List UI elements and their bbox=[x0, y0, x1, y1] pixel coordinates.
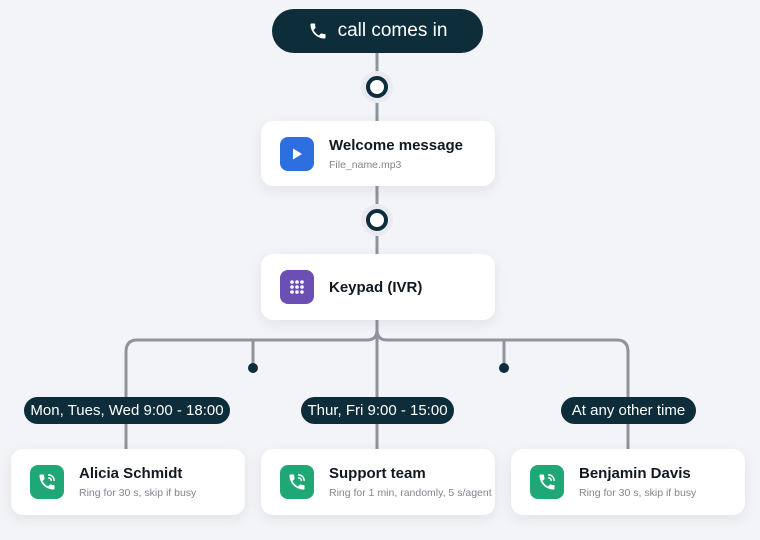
condition-label: Thur, Fri 9:00 - 15:00 bbox=[307, 402, 448, 419]
target-card-support-team[interactable]: Support team Ring for 1 min, randomly, 5… bbox=[261, 449, 495, 515]
keypad-icon bbox=[280, 270, 314, 304]
condition-pill-other-time[interactable]: At any other time bbox=[561, 397, 696, 424]
phone-call-icon bbox=[530, 465, 564, 499]
target-rule: Ring for 30 s, skip if busy bbox=[79, 487, 197, 499]
condition-pill-thu-fri[interactable]: Thur, Fri 9:00 - 15:00 bbox=[301, 397, 454, 424]
condition-label: At any other time bbox=[571, 402, 686, 419]
start-label: call comes in bbox=[337, 20, 448, 41]
phone-icon bbox=[310, 23, 326, 39]
phone-call-icon bbox=[30, 465, 64, 499]
target-name: Benjamin Davis bbox=[579, 465, 691, 482]
target-rule: Ring for 1 min, randomly, 5 s/agent bbox=[329, 487, 492, 499]
play-icon bbox=[280, 136, 314, 171]
keypad-ivr-card[interactable]: Keypad (IVR) bbox=[261, 254, 495, 320]
condition-label: Mon, Tues, Wed 9:00 - 18:00 bbox=[30, 402, 224, 419]
target-rule: Ring for 30 s, skip if busy bbox=[579, 487, 697, 499]
welcome-message-card[interactable]: Welcome message File_name.mp3 bbox=[261, 121, 495, 186]
add-step-node-2[interactable] bbox=[361, 204, 393, 236]
connector-branch-left bbox=[124, 329, 379, 449]
call-comes-in-pill[interactable]: call comes in bbox=[272, 9, 483, 53]
target-name: Support team bbox=[329, 465, 426, 482]
branch-dot-right[interactable] bbox=[499, 363, 509, 373]
condition-pill-mon-wed[interactable]: Mon, Tues, Wed 9:00 - 18:00 bbox=[24, 397, 230, 424]
add-step-node-1[interactable] bbox=[361, 71, 393, 103]
branch-dot-left[interactable] bbox=[248, 363, 258, 373]
welcome-file: File_name.mp3 bbox=[329, 158, 402, 171]
target-card-alicia-schmidt[interactable]: Alicia Schmidt Ring for 30 s, skip if bu… bbox=[11, 449, 245, 515]
phone-call-icon bbox=[280, 465, 314, 499]
target-name: Alicia Schmidt bbox=[79, 465, 183, 482]
keypad-title: Keypad (IVR) bbox=[329, 278, 423, 296]
target-card-benjamin-davis[interactable]: Benjamin Davis Ring for 30 s, skip if bu… bbox=[511, 449, 745, 515]
welcome-title: Welcome message bbox=[329, 136, 463, 154]
connector-branch-right bbox=[375, 329, 630, 449]
